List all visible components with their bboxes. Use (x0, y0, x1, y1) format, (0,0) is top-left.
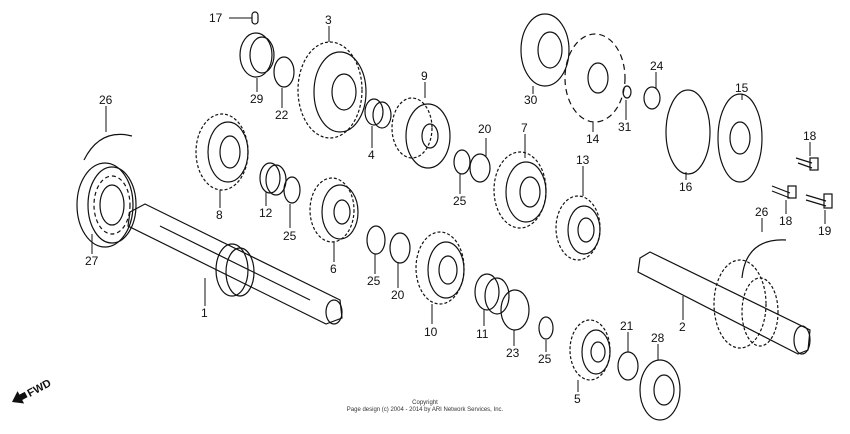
callout-25-d: 25 (538, 352, 552, 366)
callout-23: 23 (506, 346, 520, 360)
gear-8-drawing (195, 113, 249, 191)
callout-13: 13 (576, 153, 590, 167)
washer-31-drawing (622, 85, 632, 99)
callout-28: 28 (651, 331, 665, 345)
plate-24-drawing (643, 86, 661, 110)
circlip-25b-drawing (366, 225, 386, 255)
callout-6: 6 (330, 262, 337, 276)
circlip-25a-drawing (283, 176, 301, 204)
callout-12: 12 (259, 206, 273, 220)
callout-4: 4 (368, 148, 375, 162)
callout-16: 16 (679, 180, 693, 194)
callout-22: 22 (275, 108, 289, 122)
gear-5-drawing (569, 319, 611, 381)
gear-7-drawing (493, 151, 547, 229)
gear-9-drawing (391, 97, 451, 169)
arrow-left-icon (12, 391, 28, 404)
washer-23-drawing (500, 289, 530, 331)
callout-1: 1 (201, 306, 208, 320)
callout-20-a: 20 (391, 288, 405, 302)
countershaft-2-drawing (637, 251, 811, 355)
bushing-11-drawing (474, 273, 510, 315)
callout-3: 3 (325, 13, 332, 27)
oring-16-drawing (665, 89, 711, 175)
bearing-27-drawing (76, 162, 137, 248)
circlip-25d-drawing (453, 149, 471, 175)
callout-19: 19 (818, 224, 832, 238)
callout-17: 17 (209, 11, 223, 25)
leader-lines (91, 17, 826, 392)
circlip-26-left-drawing (83, 133, 133, 161)
washer-20b-drawing (469, 153, 491, 183)
bushing-12-drawing (259, 162, 287, 196)
callout-18-b: 18 (779, 214, 793, 228)
callout-8: 8 (216, 208, 223, 222)
washer-21-drawing (617, 351, 639, 381)
page-design-credit: Page design (c) 2004 - 2014 by ARI Netwo… (346, 407, 504, 413)
callout-24: 24 (650, 59, 664, 73)
callout-7: 7 (521, 121, 528, 135)
bearing-28-drawing (639, 359, 681, 421)
bushing-4-drawing (364, 98, 392, 129)
callout-25-a: 25 (283, 229, 297, 243)
callout-14: 14 (586, 132, 600, 146)
callout-30: 30 (524, 93, 538, 107)
gear-6-drawing (309, 177, 359, 243)
pin-17-drawing (251, 11, 259, 25)
callout-18-a: 18 (803, 129, 817, 143)
callout-21: 21 (620, 319, 634, 333)
callout-5: 5 (574, 392, 581, 406)
callout-9: 9 (421, 69, 428, 83)
callout-25-c: 25 (453, 194, 467, 208)
callout-11: 11 (476, 327, 489, 341)
callout-31: 31 (618, 120, 632, 134)
callout-20-b: 20 (478, 122, 492, 136)
callout-15: 15 (735, 81, 749, 95)
callout-10: 10 (424, 325, 438, 339)
callout-labels: 17 3 29 22 9 4 26 27 8 12 25 6 25 20 25 … (85, 11, 832, 406)
washer-22-drawing (273, 56, 295, 88)
callout-26-left: 26 (99, 93, 113, 107)
callout-2: 2 (679, 320, 686, 334)
copyright-line: Copyright (412, 400, 438, 406)
bolts-18-19-drawing (771, 157, 833, 209)
callout-29: 29 (250, 92, 264, 106)
oil-seal-30-drawing (520, 13, 570, 87)
gear-3-drawing (297, 41, 367, 139)
fwd-label: FWD (26, 377, 54, 399)
gear-13-drawing (555, 195, 601, 261)
washer-20a-drawing (389, 232, 411, 264)
gear-10-drawing (415, 231, 465, 305)
callout-26-right: 26 (755, 205, 769, 219)
callout-25-b: 25 (367, 274, 381, 288)
bearing-29-drawing (239, 32, 275, 78)
circlip-26-right-drawing (741, 239, 787, 279)
plate-15-drawing (717, 93, 763, 183)
sprocket-14-drawing (564, 33, 626, 123)
callout-27: 27 (85, 254, 99, 268)
mainshaft-1-drawing (127, 203, 343, 325)
circlip-25c-drawing (538, 316, 554, 340)
